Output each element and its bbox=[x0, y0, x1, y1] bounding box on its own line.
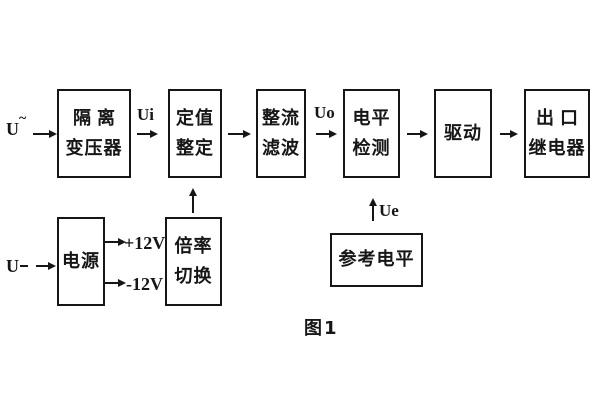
block-label: 整流 bbox=[262, 107, 300, 129]
block-label: 定值 bbox=[176, 107, 214, 129]
signal-label-u-ac-tilde: ~ bbox=[19, 111, 27, 126]
block-setting-adjustment: 定值 整定 bbox=[168, 89, 222, 178]
arrow-ratio-to-setting-icon bbox=[189, 188, 197, 213]
block-reference-level: 参考电平 bbox=[330, 233, 423, 287]
signal-label-ui: Ui bbox=[137, 105, 154, 124]
block-label: 参考电平 bbox=[338, 249, 415, 270]
block-ratio-switch: 倍率 切换 bbox=[165, 217, 222, 306]
block-rectifier-filter: 整流 滤波 bbox=[256, 89, 306, 178]
signal-label-minus-12v: -12V bbox=[126, 274, 163, 294]
block-label: 倍率 bbox=[174, 235, 213, 257]
arrow-ue-up-icon bbox=[369, 198, 377, 221]
signal-label-u-ac: U bbox=[6, 119, 19, 139]
block-label: 变压器 bbox=[65, 137, 123, 159]
block-output-relay: 出口 继电器 bbox=[524, 89, 590, 178]
block-power-supply: 电源 bbox=[57, 217, 105, 306]
block-label: 电源 bbox=[62, 250, 100, 272]
block-label: 驱动 bbox=[444, 122, 482, 144]
arrow-uac-input-icon bbox=[33, 130, 57, 138]
block-label: 隔离 bbox=[73, 107, 121, 129]
block-label: 整定 bbox=[176, 137, 214, 159]
block-label: 出口 bbox=[536, 107, 584, 129]
signal-label-u-dc: U bbox=[6, 256, 19, 276]
block-isolation-transformer: 隔离 变压器 bbox=[57, 89, 131, 178]
arrow-rectifier-to-level-icon bbox=[316, 130, 337, 138]
block-drive: 驱动 bbox=[434, 89, 492, 178]
arrow-transformer-to-setting-icon bbox=[137, 130, 158, 138]
block-level-detection: 电平 检测 bbox=[343, 89, 400, 178]
block-label: 切换 bbox=[174, 265, 213, 287]
signal-label-uo: Uo bbox=[314, 103, 335, 122]
figure-caption: 图1 bbox=[304, 318, 339, 339]
arrow-plus12v-icon bbox=[105, 238, 126, 246]
block-label: 继电器 bbox=[528, 137, 586, 159]
arrow-udc-input-icon bbox=[20, 262, 56, 270]
block-label: 滤波 bbox=[262, 137, 300, 159]
block-label: 检测 bbox=[352, 137, 391, 159]
arrow-minus12v-icon bbox=[105, 279, 126, 287]
block-label: 电平 bbox=[352, 107, 391, 129]
signal-label-plus-12v: +12V bbox=[124, 233, 166, 253]
arrow-setting-to-rectifier-icon bbox=[228, 130, 251, 138]
signal-label-ue: Ue bbox=[379, 201, 399, 220]
arrow-level-to-drive-icon bbox=[407, 130, 428, 138]
arrow-drive-to-relay-icon bbox=[500, 130, 518, 138]
